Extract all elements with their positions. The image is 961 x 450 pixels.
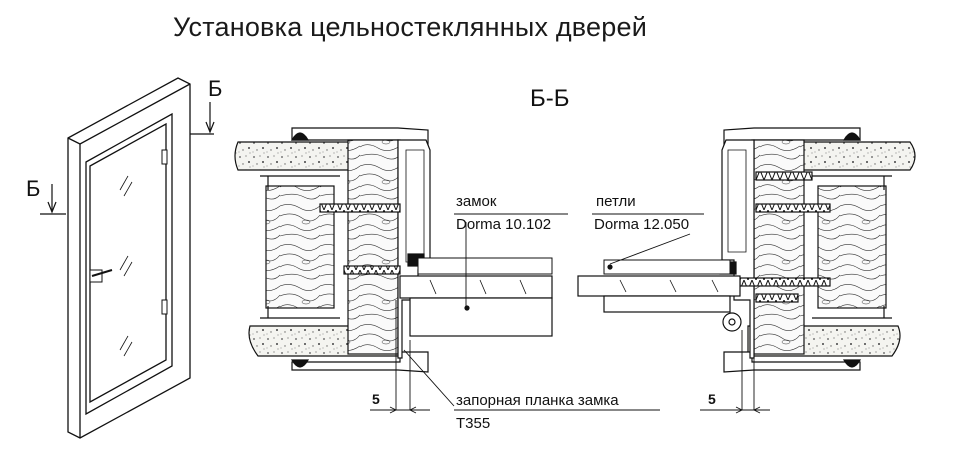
strike-plate-callout: запорная планка замка Т355 xyxy=(454,392,660,432)
section-mark-left: Б xyxy=(26,176,66,215)
section-mark-letter-top: Б xyxy=(208,76,222,101)
hinge-callout: петли Dorma 12.050 xyxy=(592,193,704,233)
strike-plate-model: Т355 xyxy=(456,415,490,432)
lock-housing xyxy=(417,257,553,275)
strike-plate-label: запорная планка замка xyxy=(456,392,619,409)
screw-right-1 xyxy=(755,171,813,181)
screw-left-2 xyxy=(343,265,401,275)
screw-right-3 xyxy=(739,277,831,287)
glass-leaf-right xyxy=(577,275,741,297)
gap-dimension-left: 5 xyxy=(372,391,380,407)
section-hinge-side xyxy=(577,127,916,414)
screw-left-1 xyxy=(319,203,401,213)
jamb-wood-left xyxy=(347,139,399,355)
section-lock-side xyxy=(234,127,553,414)
door-perspective-view xyxy=(67,77,191,439)
section-title: Б-Б xyxy=(530,85,570,112)
hinge-label: петли xyxy=(596,193,636,210)
hinge-plate xyxy=(603,259,731,275)
screw-right-2 xyxy=(755,203,831,213)
lock-reference-dot xyxy=(464,305,470,311)
lock-label: замок xyxy=(456,193,497,210)
page-title: Установка цельностеклянных дверей xyxy=(173,12,647,42)
screw-right-4 xyxy=(755,293,799,303)
lock-callout: замок Dorma 10.102 xyxy=(454,193,568,233)
seal-bottom-right xyxy=(842,359,862,368)
seal-top-left xyxy=(290,132,310,141)
glass-leaf-left xyxy=(399,275,553,299)
frame-profile-bottom-right xyxy=(723,351,861,373)
gap-dimension-right: 5 xyxy=(708,391,716,407)
lock-body xyxy=(409,297,553,337)
section-mark-letter-left: Б xyxy=(26,176,40,201)
section-mark-top: Б xyxy=(190,76,222,135)
frame-profile-bottom-left xyxy=(291,351,429,373)
hinge-body xyxy=(603,295,731,313)
seal-top-right xyxy=(842,132,862,141)
lock-model: Dorma 10.102 xyxy=(456,216,551,233)
wall-wood-right xyxy=(817,185,887,309)
hinge-model: Dorma 12.050 xyxy=(594,216,689,233)
seal-bottom-left xyxy=(290,359,310,368)
